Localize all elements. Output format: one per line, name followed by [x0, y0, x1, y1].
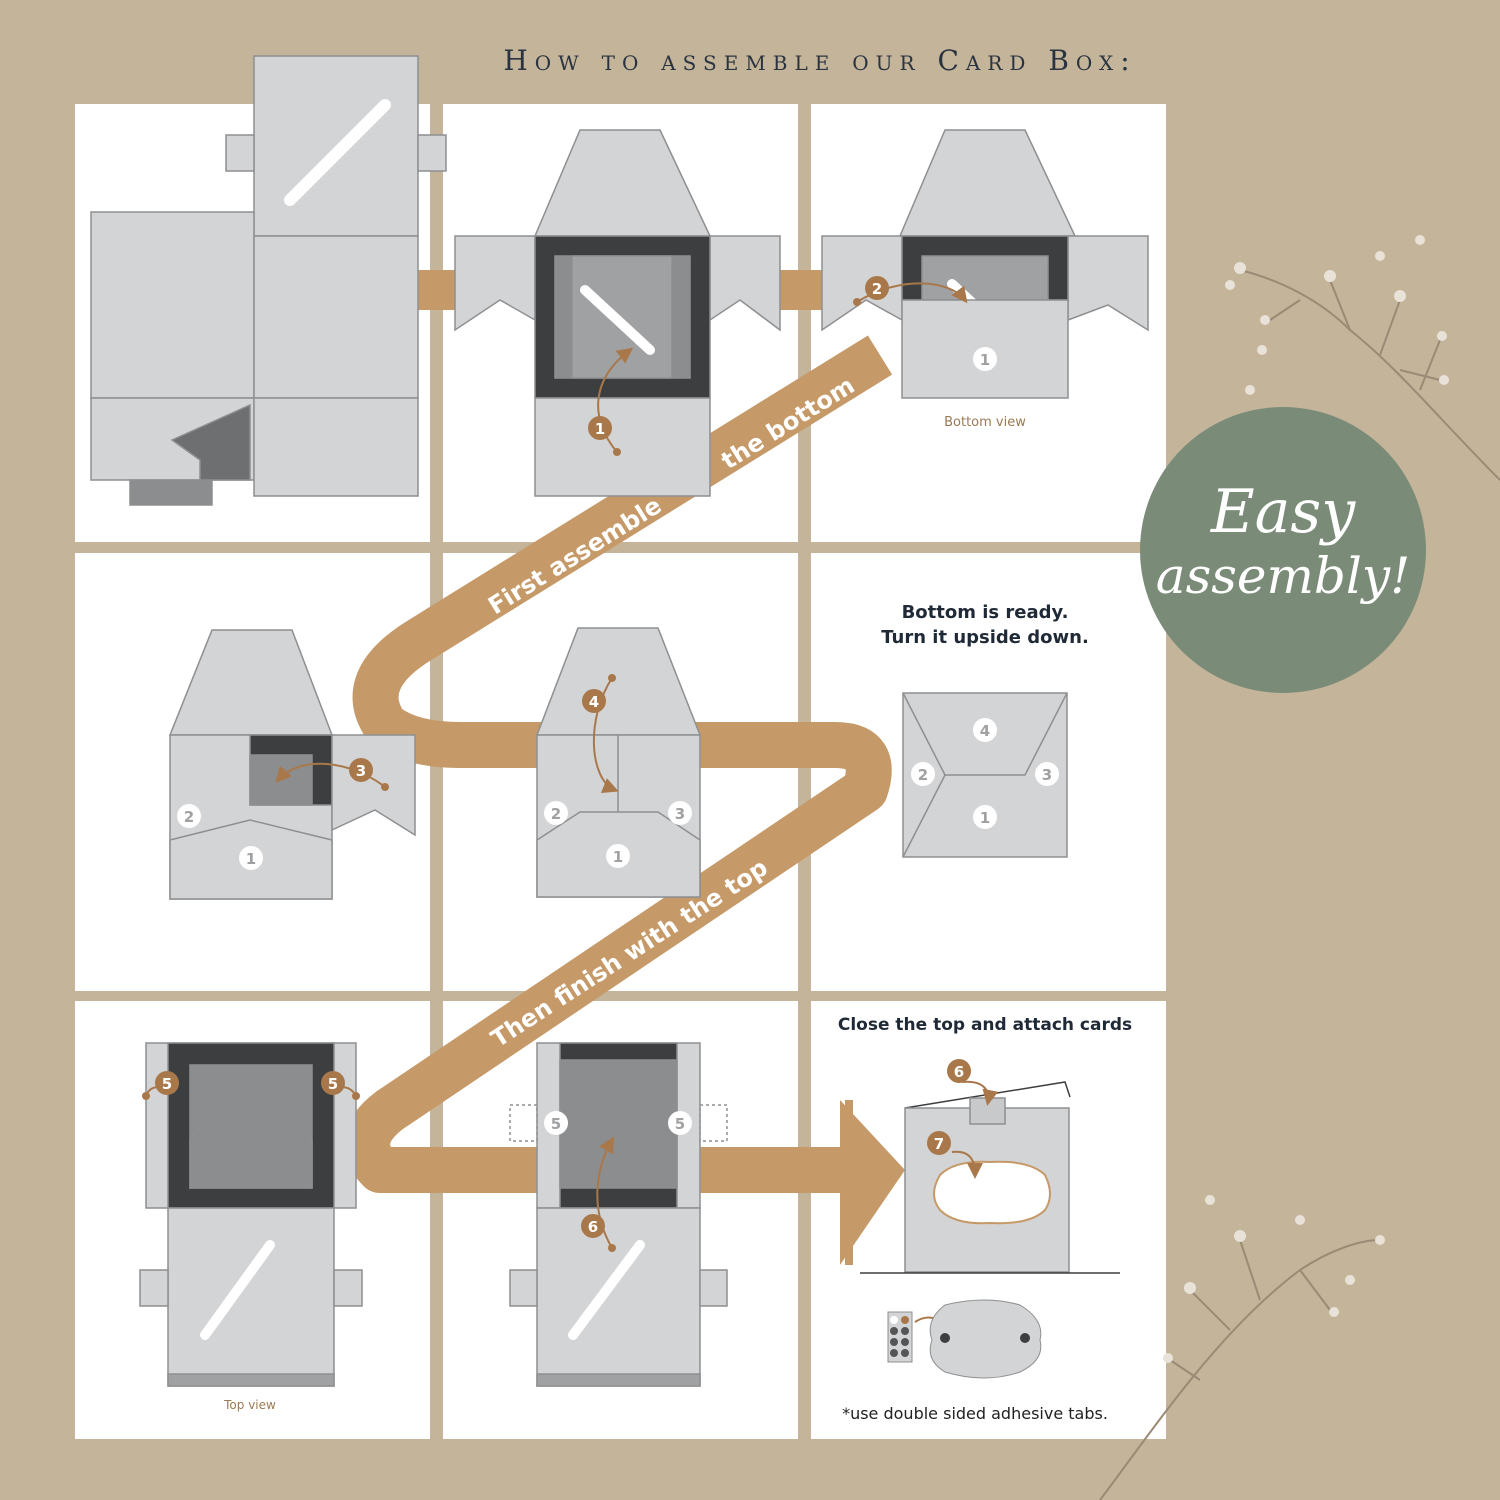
instruction-bottom-ready-2: Turn it upside down.: [881, 627, 1089, 648]
step-6-fold: [509, 1042, 728, 1387]
step-badge-6b: 6: [954, 1063, 964, 1081]
marker-2-p6: 2: [918, 766, 928, 784]
page-title: How to assemble our Card Box:: [503, 44, 1137, 77]
marker-3-p5: 3: [675, 805, 685, 823]
caption-bottom-view: Bottom view: [944, 415, 1026, 430]
step-badge-6a: 6: [588, 1218, 598, 1236]
marker-1-p4: 1: [246, 850, 256, 868]
step-badge-5b: 5: [328, 1075, 338, 1093]
flat-box-net: [90, 55, 447, 506]
path-label-bottom-a: First assemble: [483, 491, 666, 620]
step-5-fold: [139, 1042, 363, 1387]
marker-1-p3: 1: [980, 351, 990, 369]
step-1-fold: [454, 129, 781, 497]
marker-2-p5: 2: [551, 805, 561, 823]
card-label-shape: [929, 1299, 1042, 1379]
flower-branch-bottom-icon: [1099, 1195, 1385, 1500]
marker-5b-p8: 5: [675, 1115, 685, 1133]
marker-4-p6: 4: [980, 722, 990, 740]
badge-line-2: assembly!: [1155, 547, 1411, 605]
marker-3-p6: 3: [1042, 766, 1052, 784]
badge-line-1: Easy: [1210, 477, 1356, 547]
marker-1-p6: 1: [980, 809, 990, 827]
step-badge-3: 3: [356, 762, 366, 780]
step-badge-7: 7: [934, 1135, 944, 1153]
step-badge-5a: 5: [162, 1075, 172, 1093]
instruction-close-top: Close the top and attach cards: [837, 1015, 1133, 1035]
marker-1-p5: 1: [613, 848, 623, 866]
card-label-frame: [933, 1160, 1051, 1225]
flower-branch-top-icon: [1225, 235, 1500, 481]
marker-2-p4: 2: [184, 808, 194, 826]
step-badge-4: 4: [589, 693, 599, 711]
final-arrow-icon: [840, 1100, 905, 1265]
instruction-bottom-ready-1: Bottom is ready.: [901, 602, 1069, 623]
step-badge-2: 2: [872, 280, 882, 298]
caption-top-view: Top view: [224, 1398, 276, 1412]
step-markers: 1 1 2 1 2 3 4 2 3 1 5 5: [177, 347, 1059, 1135]
step-badge-1: 1: [595, 420, 605, 438]
marker-5a-p8: 5: [551, 1115, 561, 1133]
adhesive-note: *use double sided adhesive tabs.: [842, 1404, 1108, 1423]
easy-assembly-badge: Easy assembly!: [1140, 407, 1426, 693]
step-badges: 1 2 3 4 5 5 6 6 7: [155, 276, 971, 1238]
adhesive-tabs-icon: [887, 1311, 913, 1363]
